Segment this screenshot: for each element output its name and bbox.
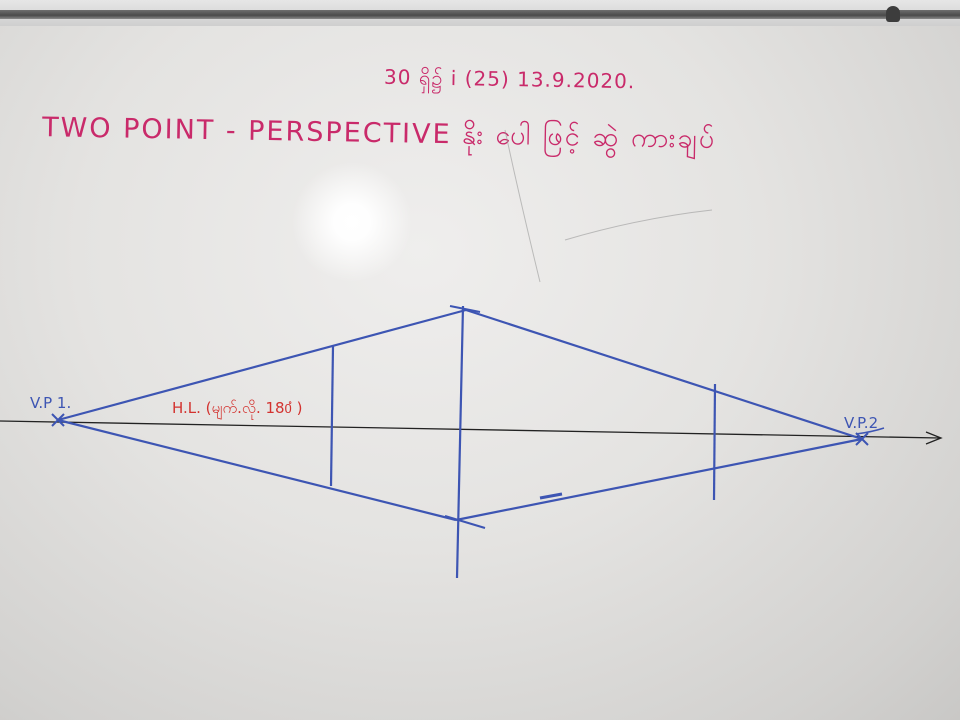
vp2-lower-line bbox=[455, 437, 863, 522]
vp2-label: V.P.2 bbox=[844, 414, 879, 432]
horizon-line bbox=[0, 420, 941, 439]
horizon-arrow-head bbox=[925, 431, 943, 445]
vp1-lower-line bbox=[57, 418, 457, 522]
vp1-marker bbox=[51, 413, 65, 427]
board-scratch bbox=[564, 209, 713, 241]
vp1-label: V.P 1. bbox=[30, 394, 72, 412]
horizon-line-label: H.L. (မျက်.လို. 180ံ ) bbox=[172, 399, 303, 417]
whiteboard-rail bbox=[0, 10, 960, 19]
vp2-underline bbox=[855, 427, 885, 435]
corner-tick bbox=[449, 305, 481, 313]
corner-tick bbox=[444, 515, 486, 529]
left-vertical-edge bbox=[329, 345, 335, 487]
front-vertical-edge bbox=[455, 305, 465, 579]
corner-tick bbox=[539, 492, 563, 500]
right-vertical-edge bbox=[712, 383, 717, 501]
vp1-upper-line bbox=[57, 308, 467, 422]
vp2-upper-line bbox=[465, 308, 863, 441]
rail-knob bbox=[886, 6, 900, 22]
board-scratch bbox=[504, 129, 541, 283]
vp2-marker bbox=[855, 432, 869, 446]
